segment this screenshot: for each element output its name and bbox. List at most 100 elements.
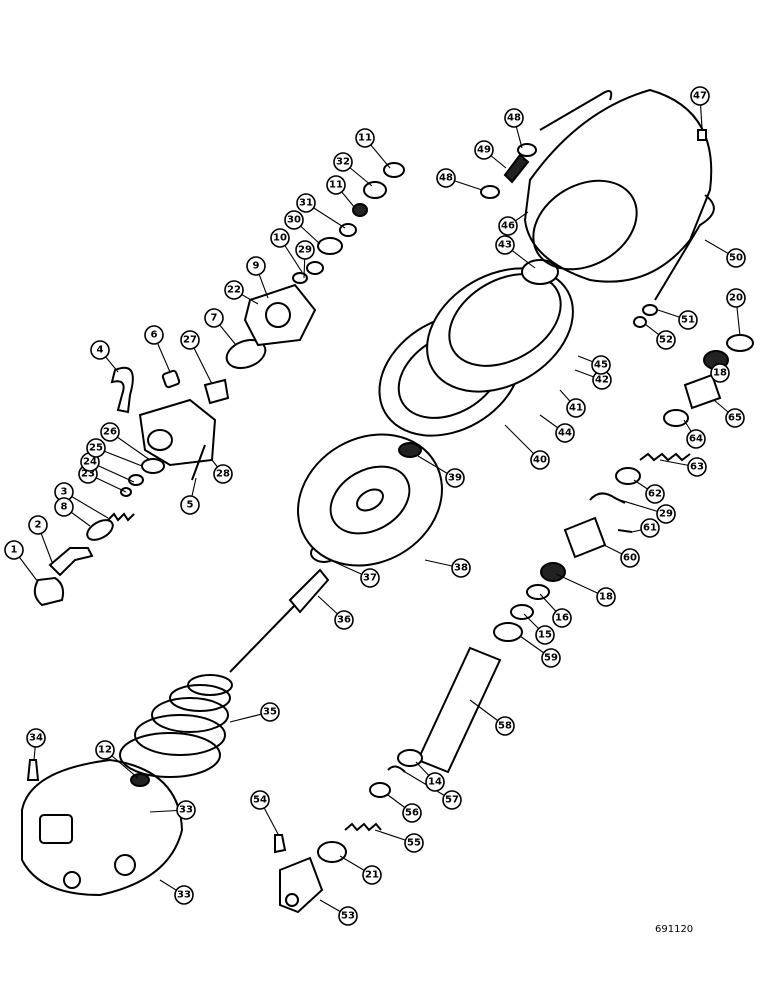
callout-circle	[552, 608, 572, 628]
callout-balloon: 60	[620, 548, 640, 568]
callout-balloon: 63	[687, 457, 707, 477]
callout-circle	[686, 429, 706, 449]
nut-52-part	[633, 316, 647, 328]
piston-inner	[448, 273, 562, 367]
callout-balloon: 64	[686, 429, 706, 449]
callout-balloon: 26	[100, 422, 120, 442]
callout-balloon: 28	[213, 464, 233, 484]
callout-number: 35	[263, 707, 277, 718]
callout-number: 10	[273, 233, 287, 244]
callout-circle	[436, 168, 456, 188]
callout-circle	[54, 497, 74, 517]
callout-circle	[284, 210, 304, 230]
callout-number: 48	[439, 173, 453, 184]
callout-number: 14	[428, 777, 442, 788]
callout-balloon: 52	[656, 330, 676, 350]
fitting-60-part	[563, 516, 607, 559]
callout-number: 53	[341, 911, 355, 922]
callout-circle	[726, 288, 746, 308]
hose-49-part	[503, 153, 530, 184]
push-rod-head	[288, 568, 330, 614]
callout-number: 65	[728, 413, 742, 424]
callout-balloon: 47	[690, 86, 710, 106]
stack-ring-a	[292, 272, 308, 284]
callout-circle	[270, 228, 290, 248]
callout-number: 18	[599, 592, 613, 603]
callout-circle	[4, 540, 24, 560]
cover-hub	[265, 302, 291, 328]
callout-number: 28	[216, 469, 230, 480]
callout-circle	[425, 772, 445, 792]
callout-circle	[402, 803, 422, 823]
callout-number: 33	[177, 890, 191, 901]
callout-number: 61	[643, 523, 657, 534]
callout-circle	[296, 193, 316, 213]
callout-balloon: 7	[204, 308, 224, 328]
callout-number: 52	[659, 335, 673, 346]
washer-43-part	[521, 259, 559, 285]
callout-number: 54	[253, 795, 267, 806]
callout-number: 59	[544, 653, 558, 664]
ring-56-part	[369, 782, 391, 798]
callout-balloon: 55	[404, 833, 424, 853]
housing-port-a	[63, 871, 81, 889]
callout-number: 29	[298, 245, 312, 256]
callout-circle	[174, 885, 194, 905]
callout-number: 1	[11, 545, 18, 556]
bleeder-fitting-part	[26, 759, 40, 781]
callout-balloon: 4	[90, 340, 110, 360]
ring-64-part	[663, 409, 689, 427]
callout-circle	[656, 504, 676, 524]
drawing-id: 691120	[655, 924, 693, 935]
callout-circle	[90, 340, 110, 360]
callout-number: 24	[83, 457, 97, 468]
o-ring-part	[86, 519, 114, 541]
callout-number: 43	[498, 240, 512, 251]
pin-61-part	[617, 529, 633, 533]
clip-29-part	[589, 492, 626, 504]
callout-circle	[246, 256, 266, 276]
tube-50-part	[539, 90, 715, 301]
fitting-47-part	[697, 129, 707, 141]
callout-number: 37	[363, 573, 377, 584]
ring-21-part	[317, 841, 347, 863]
disc-part	[141, 458, 165, 474]
callout-number: 11	[358, 133, 372, 144]
spring-55-part	[344, 822, 382, 832]
stack-valve	[352, 203, 368, 217]
callout-balloon: 37	[360, 568, 380, 588]
clip-57-part	[387, 765, 406, 773]
callout-balloon: 29	[656, 504, 676, 524]
callout-balloon: 11	[326, 175, 346, 195]
callout-circle	[204, 308, 224, 328]
plug-part	[161, 369, 181, 389]
callout-balloon: 15	[535, 625, 555, 645]
spring-63-part	[639, 452, 691, 462]
callout-number: 23	[81, 469, 95, 480]
callouts: 1234567891011111214151618182021222324252…	[4, 86, 746, 926]
callout-number: 26	[103, 427, 117, 438]
callout-circle	[442, 790, 462, 810]
callout-circle	[645, 484, 665, 504]
sleeve-65-part	[683, 373, 722, 410]
callout-circle	[535, 625, 555, 645]
callout-number: 50	[729, 253, 743, 264]
callout-balloon: 57	[442, 790, 462, 810]
callout-circle	[95, 740, 115, 760]
callout-number: 56	[405, 808, 419, 819]
callout-number: 58	[498, 721, 512, 732]
bent-tube-part	[110, 366, 134, 414]
callout-balloon: 50	[726, 248, 746, 268]
callout-number: 51	[681, 315, 695, 326]
fitting-54-part	[274, 834, 287, 854]
cylinder-opening	[532, 179, 638, 271]
ring-16-part	[526, 584, 550, 600]
diaphragm-inner	[329, 465, 411, 535]
callout-circle	[495, 716, 515, 736]
callout-number: 2	[35, 520, 42, 531]
callout-number: 60	[623, 553, 637, 564]
callout-circle	[362, 865, 382, 885]
callout-number: 3	[61, 487, 68, 498]
callout-balloon: 22	[224, 280, 244, 300]
